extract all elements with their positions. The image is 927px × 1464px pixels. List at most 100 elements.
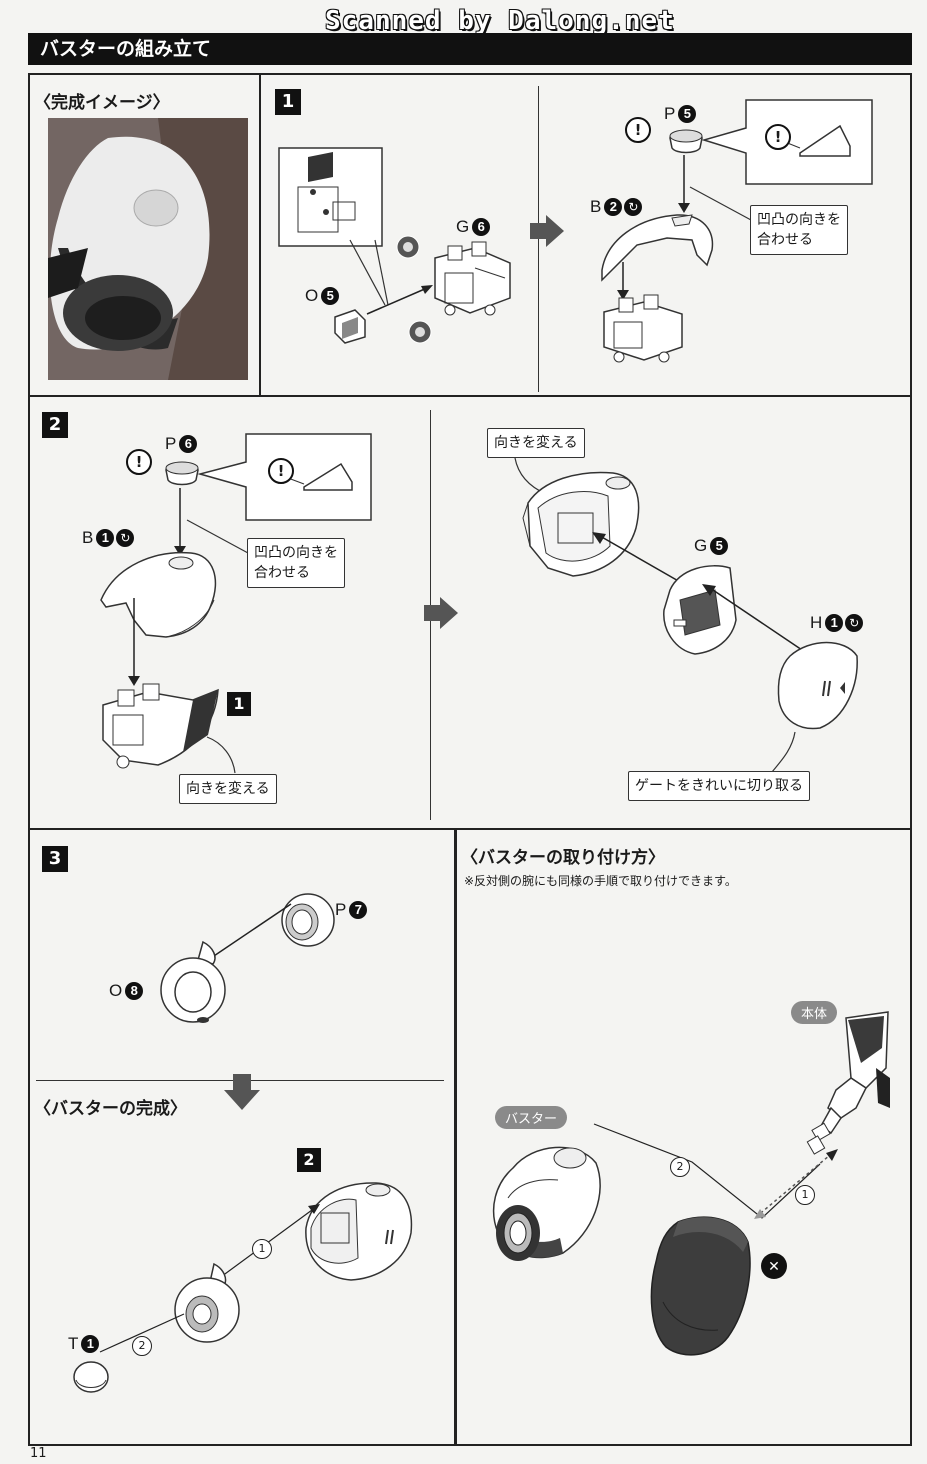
step3-flow-arrow bbox=[224, 1074, 260, 1110]
part-letter: P bbox=[664, 104, 676, 123]
part-letter: P bbox=[165, 434, 177, 453]
part-g5-illustration bbox=[663, 565, 737, 655]
step2-rotated-assembly bbox=[522, 471, 640, 577]
step-3-badge: 3 bbox=[42, 846, 68, 872]
step-ref-1-badge: 1 bbox=[227, 692, 251, 716]
order-marker-1: 1 bbox=[252, 1239, 272, 1259]
step-2-badge: 2 bbox=[42, 412, 68, 438]
part-number: 1 bbox=[81, 1335, 100, 1353]
page-title: バスターの組み立て bbox=[28, 33, 912, 65]
completed-image-title: 〈完成イメージ〉 bbox=[34, 93, 170, 113]
part-p5-illustration bbox=[669, 129, 703, 154]
step-1-badge: 1 bbox=[275, 89, 301, 115]
step1-detail-box bbox=[278, 147, 383, 247]
step2-flow-arrow bbox=[424, 597, 458, 629]
h1-insert-arrow bbox=[702, 584, 809, 655]
callout-turn-2: 向きを変える bbox=[487, 428, 585, 458]
b2-down-arrow bbox=[617, 262, 629, 300]
scan-watermark: Scanned by Dalong.net bbox=[325, 6, 675, 36]
p6-down-arrow bbox=[174, 488, 186, 556]
completed-buster-illustration bbox=[48, 118, 248, 380]
part-b2-illustration bbox=[601, 214, 714, 282]
divider-step1 bbox=[538, 86, 539, 392]
arm-illustration bbox=[806, 1011, 890, 1155]
not-allowed-icon: ✕ bbox=[761, 1253, 787, 1279]
part-number: 5 bbox=[678, 105, 697, 123]
step1-flow-arrow bbox=[530, 215, 564, 247]
part-number: 7 bbox=[349, 901, 368, 919]
callout-gate: ゲートをきれいに切り取る bbox=[628, 771, 810, 801]
panel-row-1 bbox=[28, 73, 912, 397]
callout-turn-1: 向きを変える bbox=[179, 774, 277, 804]
page-number: 11 bbox=[30, 1446, 47, 1461]
step2-base-assembly bbox=[102, 683, 219, 769]
step1-detail-pointer bbox=[349, 239, 389, 306]
step-ref-2-badge: 2 bbox=[297, 1148, 321, 1172]
part-number: 6 bbox=[472, 218, 491, 236]
gate-mark-icon: ↻ bbox=[116, 529, 135, 547]
attach-path-2 bbox=[593, 1123, 821, 1219]
part-t1-illustration bbox=[73, 1361, 109, 1393]
step1-assembly-result bbox=[603, 294, 683, 363]
tag-buster: バスター bbox=[495, 1106, 568, 1129]
callout-align-1: 凹凸の向きを 合わせる bbox=[750, 205, 848, 255]
part-number: 8 bbox=[125, 982, 144, 1000]
part-b1-illustration bbox=[100, 551, 217, 638]
part-letter: O bbox=[109, 981, 123, 1000]
attach-note: ※反対側の腕にも同様の手順で取り付けできます。 bbox=[464, 874, 737, 888]
gate-mark-icon: ↻ bbox=[845, 614, 864, 632]
part-number: 5 bbox=[321, 287, 340, 305]
buster-done-title: 〈バスターの完成〉 bbox=[34, 1099, 187, 1119]
divider-completed-image bbox=[259, 74, 261, 396]
step2-result-shell bbox=[305, 1182, 413, 1281]
panel-row-2 bbox=[28, 397, 912, 830]
part-letter: P bbox=[335, 900, 347, 919]
step1-part-g6 bbox=[434, 241, 511, 316]
callout-text: ゲートをきれいに切り取る bbox=[635, 778, 803, 794]
incorrect-lower-arm bbox=[650, 1216, 751, 1356]
buster-side-view bbox=[492, 1146, 601, 1261]
part-number: 5 bbox=[710, 537, 729, 555]
part-letter: B bbox=[82, 528, 94, 547]
part-number: 1 bbox=[96, 529, 115, 547]
caution-icon-bubble-1: ! bbox=[765, 124, 791, 150]
step1-part-o5 bbox=[334, 309, 366, 344]
caution-icon-bubble-2: ! bbox=[268, 458, 294, 484]
cross-glyph: ✕ bbox=[768, 1259, 780, 1275]
part-letter: T bbox=[68, 1334, 79, 1353]
part-letter: G bbox=[694, 536, 708, 555]
callout-text: 凹凸の向きを 合わせる bbox=[254, 545, 338, 581]
caution-icon-p5: ! bbox=[625, 117, 651, 143]
attach-order-2: 2 bbox=[670, 1157, 690, 1177]
callout-turn-1-pointer bbox=[206, 736, 236, 774]
part-p7-illustration bbox=[281, 893, 335, 947]
part-number: 1 bbox=[825, 614, 844, 632]
callout-text: 向きを変える bbox=[186, 781, 270, 797]
gate-mark-icon: ↻ bbox=[624, 198, 643, 216]
part-number: 2 bbox=[604, 198, 623, 216]
part-letter: O bbox=[305, 286, 319, 305]
assembly-line-2 bbox=[99, 1313, 185, 1353]
step1-caution-icon-top bbox=[396, 235, 420, 259]
part-p6-illustration bbox=[165, 461, 199, 486]
p5-down-arrow bbox=[678, 155, 690, 213]
part-number: 6 bbox=[179, 435, 198, 453]
part-o8-illustration bbox=[160, 940, 226, 1023]
order-marker-2: 2 bbox=[132, 1336, 152, 1356]
callout-text: 凹凸の向きを 合わせる bbox=[757, 212, 841, 248]
part-letter: H bbox=[810, 613, 823, 632]
tag-body: 本体 bbox=[791, 1001, 838, 1024]
attach-title: 〈バスターの取り付け方〉 bbox=[461, 848, 665, 868]
o8-p7-subassembly bbox=[174, 1262, 240, 1343]
part-letter: B bbox=[590, 197, 602, 216]
